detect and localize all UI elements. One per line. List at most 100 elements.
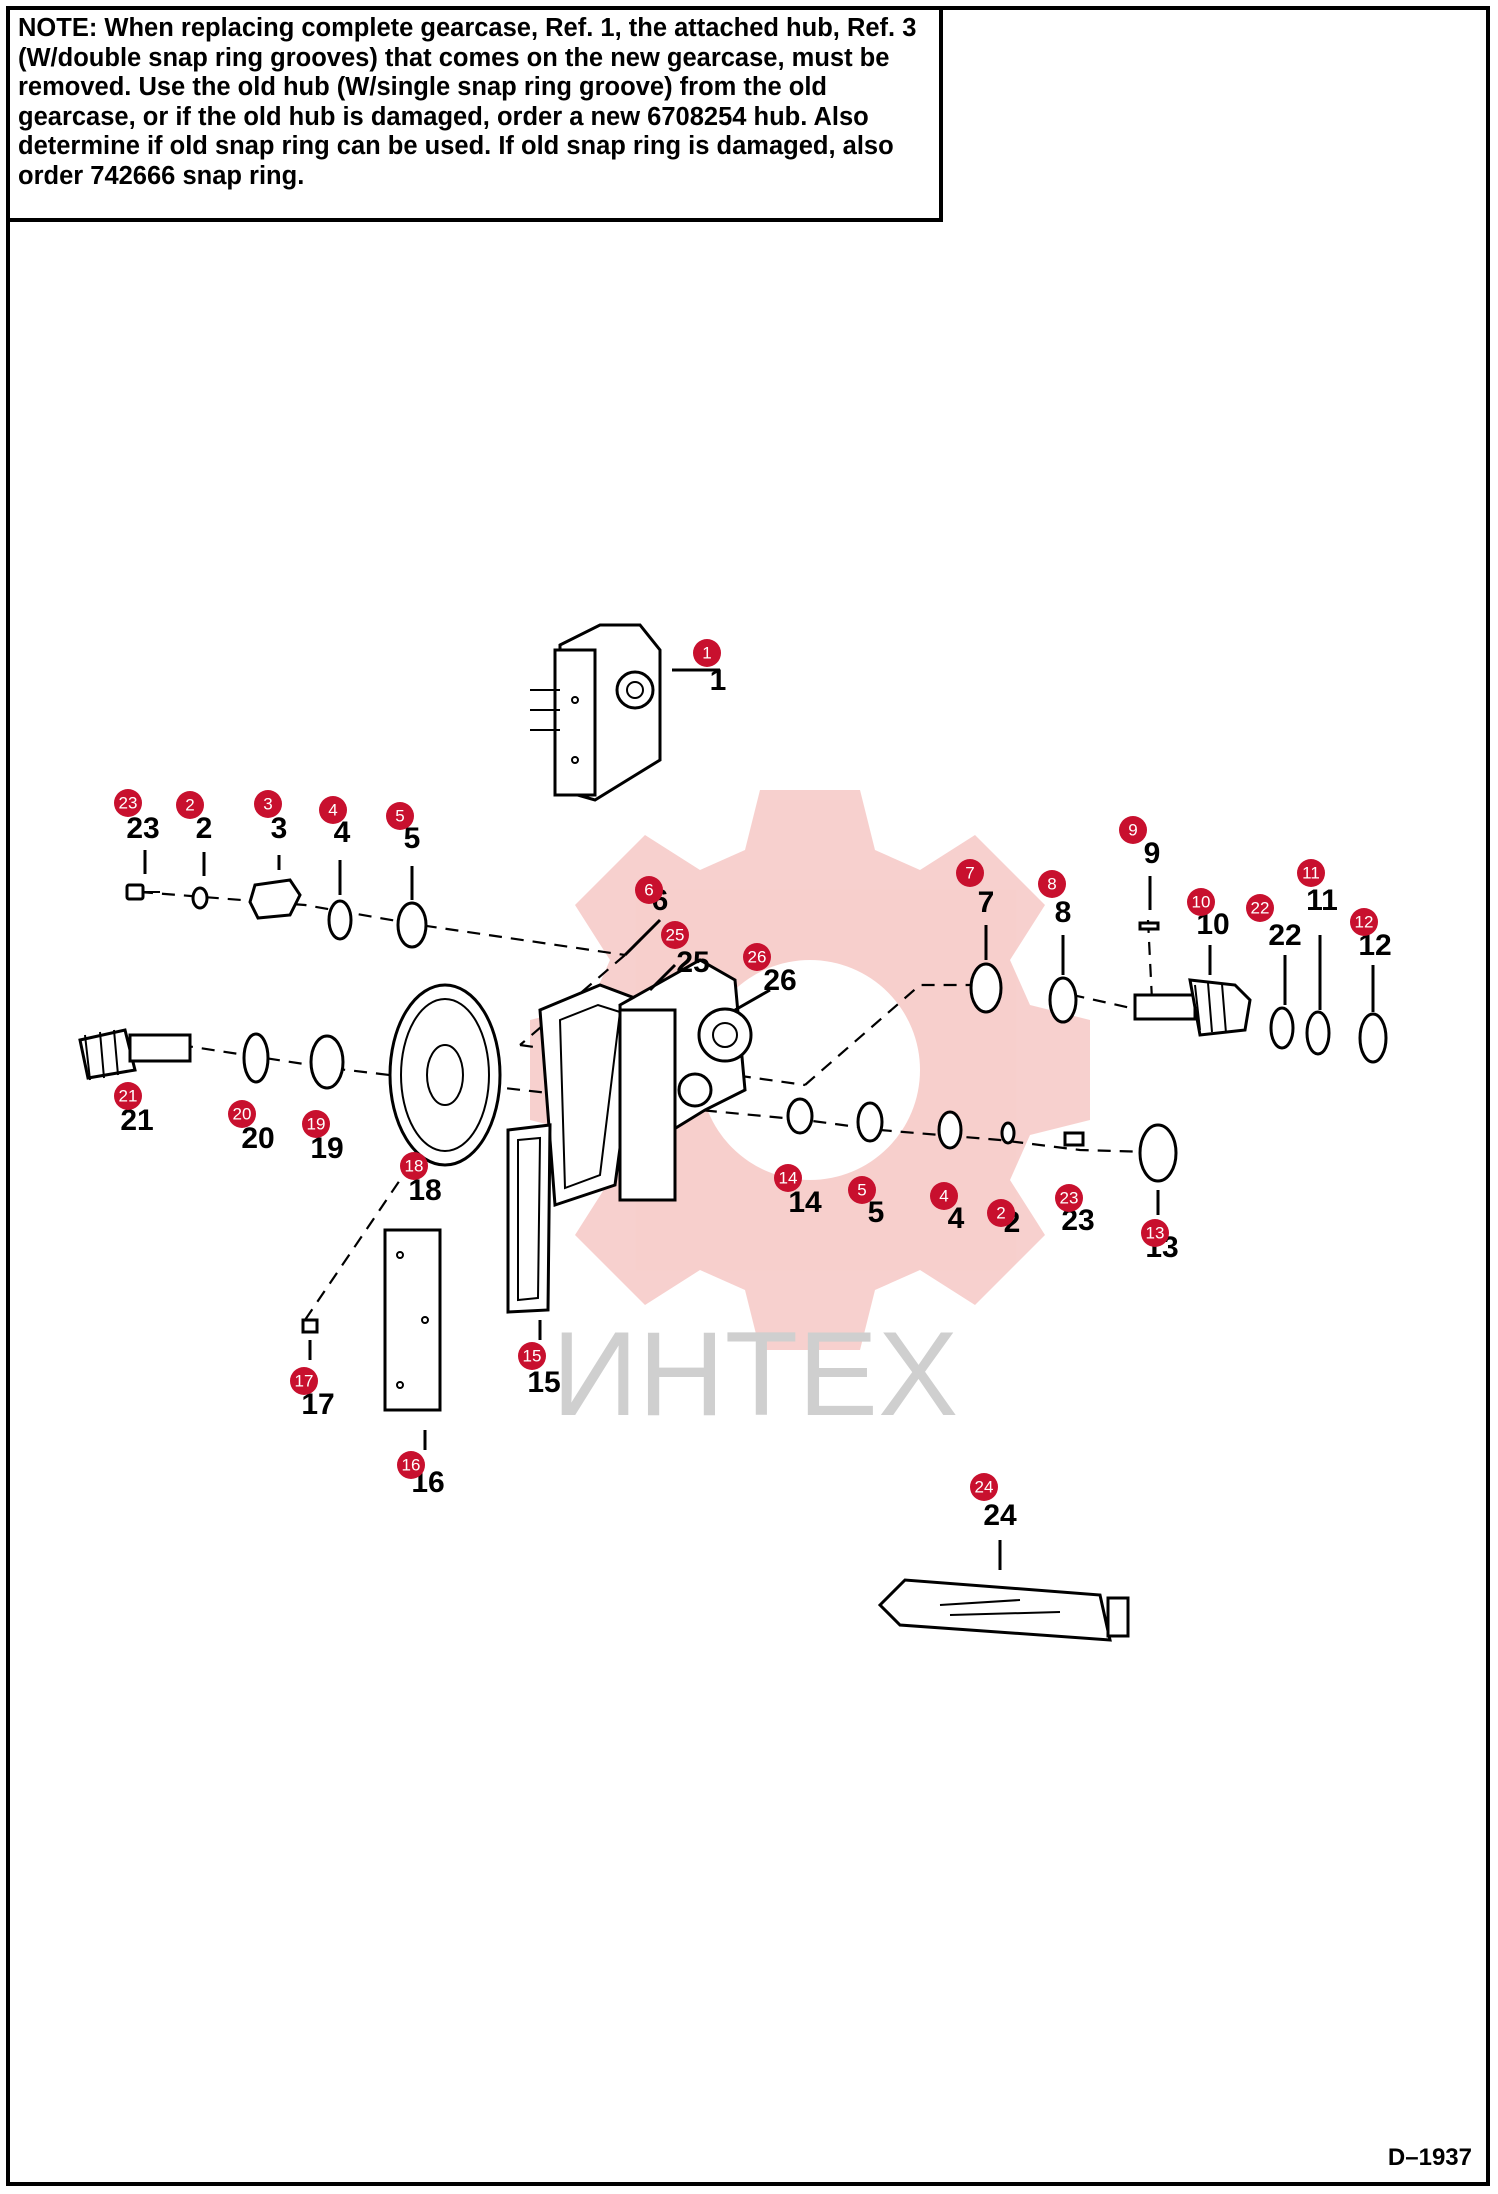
plug-13 (1138, 1123, 1178, 1183)
badge-4a: 4 (319, 796, 347, 824)
badge-21: 21 (114, 1082, 142, 1110)
badge-7: 7 (956, 859, 984, 887)
label-24: 24 (983, 1499, 1017, 1532)
badge-23a: 23 (114, 789, 142, 817)
svg-text:5: 5 (395, 807, 404, 826)
svg-text:25: 25 (666, 926, 685, 945)
svg-text:14: 14 (779, 1169, 798, 1188)
label-14: 14 (788, 1186, 822, 1219)
badge-14: 14 (774, 1164, 802, 1192)
note-heading: NOTE: (18, 14, 98, 42)
note-text: When replacing complete gearcase, Ref. 1… (18, 14, 917, 190)
svg-text:21: 21 (119, 1087, 138, 1106)
svg-text:5: 5 (857, 1181, 866, 1200)
label-4a: 4 (334, 816, 351, 849)
seal-8 (1048, 976, 1078, 1024)
spacer-19 (309, 1034, 345, 1090)
grease-tube-24 (877, 1578, 1130, 1642)
bearing-14 (786, 1097, 814, 1135)
gear-18 (388, 983, 502, 1167)
key-9 (1138, 921, 1160, 931)
label-25: 25 (676, 946, 709, 979)
badge-6: 6 (635, 876, 663, 904)
seal-12 (1358, 1012, 1388, 1064)
pinion-shaft-10 (1133, 978, 1252, 1037)
label-3: 3 (271, 812, 288, 845)
seal-5a (396, 901, 428, 949)
svg-text:22: 22 (1251, 899, 1270, 918)
leader-lines (143, 850, 1375, 1570)
svg-text:16: 16 (402, 1456, 421, 1475)
badge-1: 1 (693, 639, 721, 667)
callouts: 1 1 23 23 2 2 3 3 4 4 5 5 6 6 25 25 26 2… (114, 639, 1392, 1532)
svg-text:4: 4 (939, 1187, 948, 1206)
svg-text:26: 26 (748, 948, 767, 967)
svg-text:12: 12 (1355, 913, 1374, 932)
badge-9: 9 (1119, 816, 1147, 844)
badge-20: 20 (228, 1100, 256, 1128)
badge-24: 24 (970, 1473, 998, 1501)
washer-2a (191, 886, 209, 910)
badge-11: 11 (1297, 859, 1325, 887)
svg-text:24: 24 (975, 1478, 994, 1497)
svg-text:6: 6 (644, 881, 653, 900)
badge-16: 16 (397, 1451, 425, 1479)
diagram-frame (6, 6, 1490, 2186)
label-4b: 4 (948, 1202, 965, 1235)
housing-26 (618, 958, 753, 1202)
badge-22: 22 (1246, 894, 1274, 922)
svg-text:19: 19 (307, 1115, 326, 1134)
label-5b: 5 (868, 1196, 885, 1229)
label-7: 7 (978, 886, 995, 919)
badge-23b: 23 (1055, 1184, 1083, 1212)
badge-3: 3 (254, 790, 282, 818)
bolt-23a (125, 883, 160, 901)
svg-text:23: 23 (1060, 1189, 1079, 1208)
svg-text:20: 20 (233, 1105, 252, 1124)
gearcase-assembly (530, 623, 720, 802)
svg-text:18: 18 (405, 1157, 424, 1176)
badge-18: 18 (400, 1152, 428, 1180)
hub-3 (248, 878, 302, 920)
label-15: 15 (527, 1366, 560, 1399)
label-5a: 5 (404, 822, 421, 855)
svg-text:11: 11 (1302, 864, 1320, 883)
badge-2b: 2 (987, 1199, 1015, 1227)
cover-gasket-15 (506, 1123, 552, 1314)
badge-19: 19 (302, 1110, 330, 1138)
cover-plate-16 (383, 1228, 442, 1412)
svg-text:4: 4 (328, 801, 337, 820)
bolt-23b (1063, 1131, 1085, 1147)
badge-5b: 5 (848, 1176, 876, 1204)
badge-5a: 5 (386, 802, 414, 830)
svg-text:7: 7 (965, 864, 974, 883)
snap-ring-11 (1305, 1010, 1331, 1056)
badge-12: 12 (1350, 908, 1378, 936)
svg-text:9: 9 (1128, 821, 1137, 840)
svg-text:15: 15 (523, 1347, 542, 1366)
shaft-21 (78, 1028, 192, 1081)
label-22: 22 (1268, 919, 1301, 952)
badge-10: 10 (1187, 888, 1215, 916)
watermark-text: ИНТЕХ (552, 1307, 958, 1441)
svg-text:1: 1 (702, 644, 711, 663)
label-9: 9 (1144, 837, 1161, 870)
label-1: 1 (710, 664, 727, 697)
washer-2b (1000, 1121, 1016, 1145)
snap-ring-22 (1269, 1006, 1295, 1050)
bearing-20 (242, 1032, 270, 1084)
svg-text:17: 17 (295, 1372, 314, 1391)
badge-25: 25 (661, 921, 689, 949)
replacement-note: NOTE: When replacing complete gearcase, … (6, 6, 943, 222)
svg-text:13: 13 (1146, 1224, 1165, 1243)
svg-text:3: 3 (263, 795, 272, 814)
badge-13: 13 (1141, 1219, 1169, 1247)
badge-26: 26 (743, 943, 771, 971)
bearing-7 (969, 962, 1003, 1014)
svg-text:2: 2 (185, 796, 194, 815)
drawing-code: D–1937 (1387, 2144, 1472, 2171)
svg-text:2: 2 (996, 1204, 1005, 1223)
bolt-17 (301, 1318, 319, 1334)
seal-5b (856, 1101, 884, 1143)
